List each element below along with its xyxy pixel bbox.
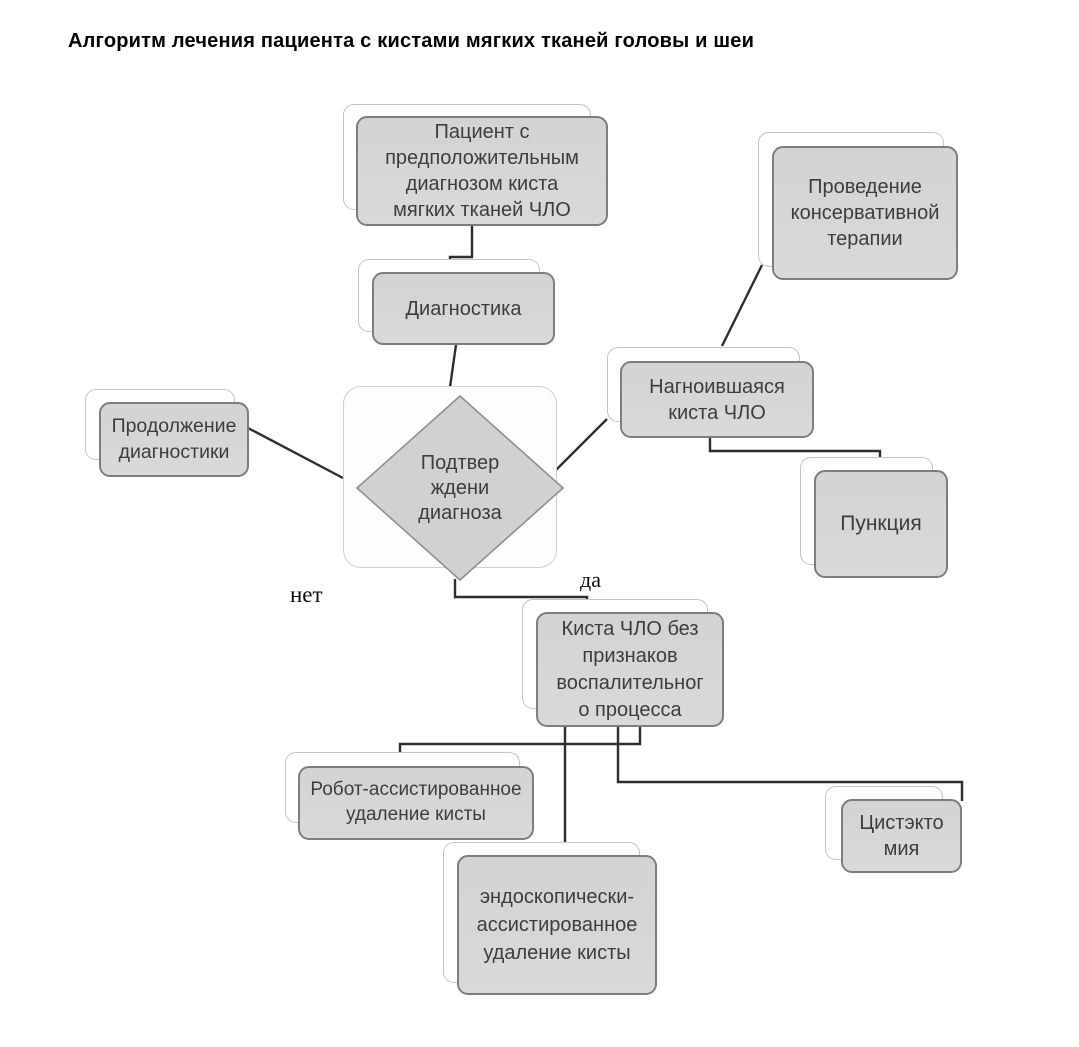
- node-robot-assisted-label: Робот-ассистированное удаление кисты: [310, 779, 522, 825]
- node-conservative-therapy-label: Проведение консервативной терапии: [790, 176, 940, 250]
- node-diagnostics-label: Диагностика: [405, 297, 522, 320]
- node-puncture: Пункция: [814, 470, 948, 578]
- connector-suppurated-cyst-to-conservative-therapy: [720, 264, 764, 347]
- node-puncture-label: Пункция: [840, 512, 922, 536]
- node-continue-diagnostics: Продолжение диагностики: [99, 402, 249, 477]
- node-patient-label: Пациент с предположительным диагнозом ки…: [385, 121, 579, 221]
- connector-decision-to-continue-diagnostics: [247, 426, 344, 480]
- node-decision-label: Подтвер ждени диагноза: [418, 451, 502, 524]
- edge-label-no: нет: [290, 582, 323, 607]
- node-cystectomy-label: Цистэкто мия: [859, 812, 944, 860]
- connector-diagnostics-to-decision: [448, 344, 458, 388]
- node-robot-assisted: Робот-ассистированное удаление кисты: [298, 766, 534, 840]
- node-endoscopic-assisted: эндоскопически- ассистированное удаление…: [457, 855, 657, 995]
- node-conservative-therapy: Проведение консервативной терапии: [772, 146, 958, 280]
- node-suppurated-cyst: Нагноившаяся киста ЧЛО: [620, 361, 814, 438]
- node-suppurated-cyst-label: Нагноившаяся киста ЧЛО: [649, 375, 785, 424]
- node-cyst-no-inflammation-label: Киста ЧЛО без признаков воспалительног о…: [556, 617, 704, 721]
- node-continue-diagnostics-label: Продолжение диагностики: [111, 415, 237, 463]
- edge-label-yes: да: [580, 567, 601, 592]
- node-cyst-no-inflammation: Киста ЧЛО без признаков воспалительног о…: [536, 612, 724, 727]
- page-title: Алгоритм лечения пациента с кистами мягк…: [68, 30, 755, 52]
- node-cystectomy: Цистэкто мия: [841, 799, 962, 873]
- node-patient: Пациент с предположительным диагнозом ки…: [356, 116, 608, 226]
- connector-cyst-to-robot-assisted: [398, 726, 642, 754]
- node-decision: Подтвер ждени диагноза: [370, 450, 550, 526]
- node-diagnostics: Диагностика: [372, 272, 555, 345]
- node-endoscopic-assisted-label: эндоскопически- ассистированное удаление…: [476, 886, 638, 964]
- connector-decision-to-suppurated-cyst: [555, 418, 608, 471]
- connector-suppurated-cyst-to-puncture: [708, 437, 882, 459]
